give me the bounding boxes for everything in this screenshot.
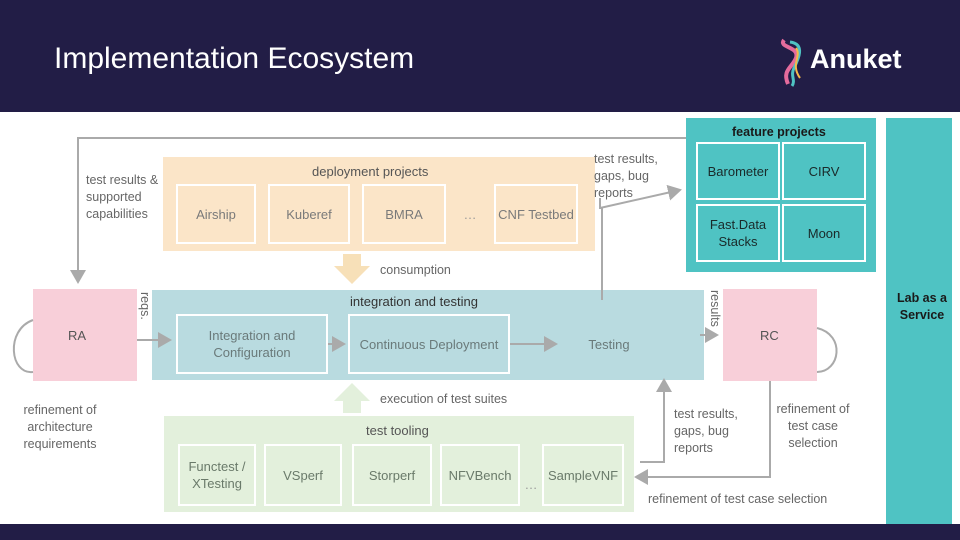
rc-to-tooling-line — [634, 381, 771, 485]
nfvbench-box: NFVBench — [440, 444, 520, 506]
vsperf-box: VSperf — [264, 444, 342, 506]
deployment-projects-label: deployment projects — [312, 164, 429, 179]
functest-xtesting-box: Functest / XTesting — [178, 444, 256, 506]
consumption-arrow — [334, 254, 370, 284]
ra-label: RA — [68, 328, 87, 343]
refinement-architecture-label: refinement of architecture requirements — [23, 403, 97, 451]
feature-projects-label: feature projects — [732, 125, 826, 139]
samplevnf-box: SampleVNF — [542, 444, 624, 506]
integration-testing-label: integration and testing — [350, 294, 478, 309]
refinement-test-case-label: refinement of test case selection — [776, 402, 850, 450]
testing-label: Testing — [588, 336, 630, 352]
consumption-label: consumption — [380, 263, 451, 277]
rc-box — [723, 289, 817, 381]
continuous-deployment-box: Continuous Deployment — [348, 314, 510, 374]
cirv-box: CIRV — [782, 142, 866, 200]
test-results-gaps-bottom-label: test results, gaps, bug reports — [674, 407, 738, 455]
test-tooling-label: test tooling — [366, 423, 429, 438]
rc-loop — [816, 327, 838, 373]
ra-loop — [12, 319, 34, 374]
footer-bar — [0, 524, 960, 540]
logo-text: Anuket — [810, 44, 902, 74]
kuberef-box: Kuberef — [268, 184, 350, 244]
refinement-test-case-selection-label: refinement of test case selection — [648, 492, 828, 506]
testing-to-feature-line — [599, 198, 603, 300]
execution-arrow — [334, 383, 370, 413]
feature-to-ra-line — [70, 137, 686, 284]
moon-box: Moon — [782, 204, 866, 262]
fast-data-stacks-box: Fast.Data Stacks — [696, 204, 780, 262]
results-label: results — [708, 290, 722, 327]
tooling-to-testing-line — [640, 378, 672, 463]
bmra-box: BMRA — [362, 184, 446, 244]
lab-as-a-service-label: Lab as a Service — [896, 291, 948, 322]
lab-as-a-service-panel — [886, 118, 952, 524]
deployment-ellipsis: … — [463, 206, 477, 222]
rc-label: RC — [760, 328, 779, 343]
execution-label: execution of test suites — [380, 392, 508, 406]
tooling-ellipsis: … — [524, 476, 538, 492]
page-title: Implementation Ecosystem — [54, 42, 415, 75]
ra-box — [33, 289, 137, 381]
test-results-gaps-top-label: test results, gaps, bug reports — [594, 152, 658, 200]
cnf-testbed-box: CNF Testbed — [494, 184, 578, 244]
integration-configuration-box: Integration and Configuration — [176, 314, 328, 374]
reqs-label: reqs. — [138, 292, 152, 320]
test-results-supported-label: test results & supported capabilities — [86, 173, 159, 221]
top-results-arrow — [599, 184, 682, 209]
barometer-box: Barometer — [696, 142, 780, 200]
anuket-logo-icon — [780, 38, 801, 87]
airship-box: Airship — [176, 184, 256, 244]
storperf-box: Storperf — [352, 444, 432, 506]
